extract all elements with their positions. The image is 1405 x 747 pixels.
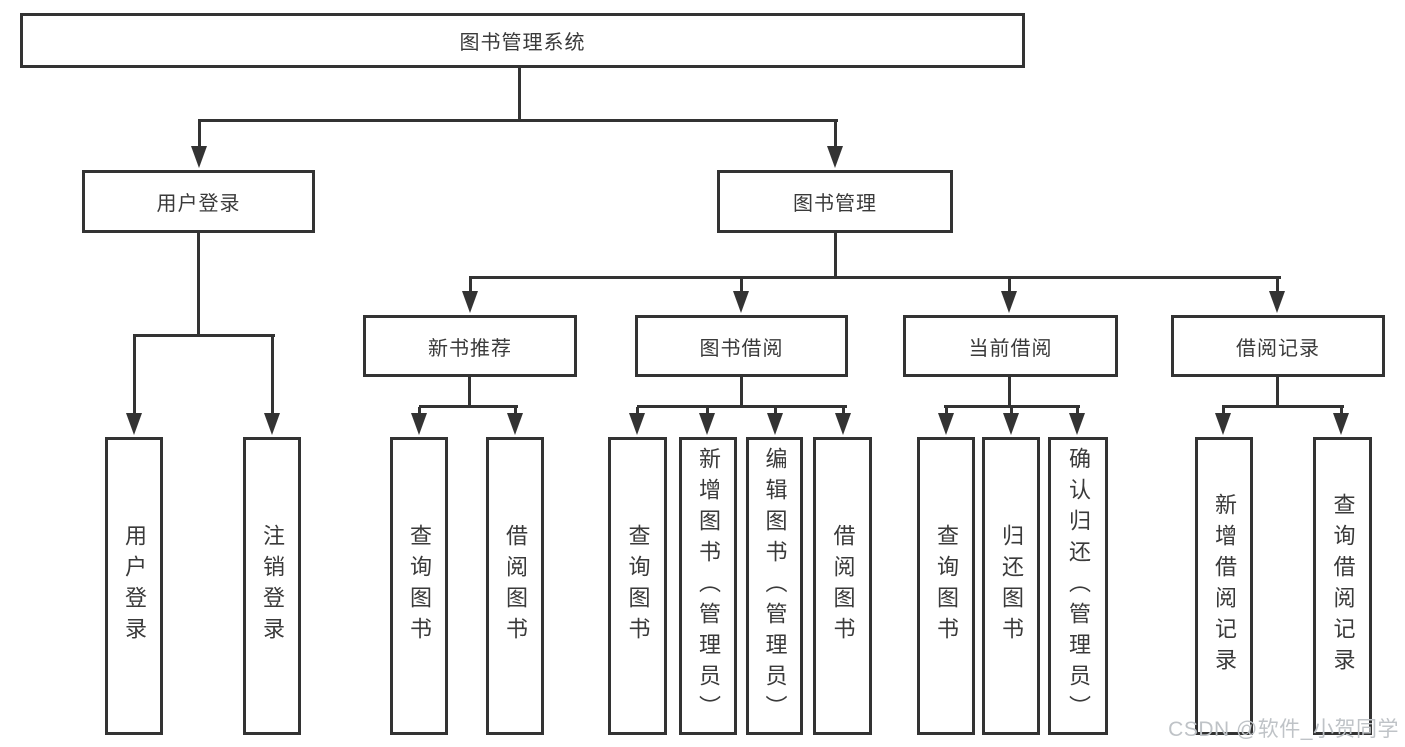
node-label: 借阅记录	[1236, 337, 1320, 360]
arrow-down-icon	[1003, 413, 1019, 435]
node-label: 新增图书（管理员）	[696, 446, 721, 726]
node-new-book-rec: 新书推荐	[363, 315, 577, 377]
node-label: 图书管理	[793, 193, 877, 215]
node-leaf-query-book-borrow: 查询图书	[608, 437, 667, 735]
connector-arrow-stem	[133, 336, 136, 419]
node-user-login: 用户登录	[82, 170, 315, 233]
connector-arrow-stem	[1008, 278, 1011, 297]
connector-line	[197, 233, 200, 336]
arrow-down-icon	[1001, 291, 1017, 313]
node-leaf-user-login: 用户登录	[105, 437, 163, 735]
node-label: 编辑图书（管理员）	[762, 446, 788, 726]
connector-arrow-stem	[834, 120, 837, 152]
arrow-down-icon	[1333, 413, 1349, 435]
watermark: CSDN @软件_小贺同学	[1168, 718, 1399, 741]
node-leaf-add-book-admin: 新增图书（管理员）	[679, 437, 737, 735]
arrow-down-icon	[835, 413, 851, 435]
node-label: 查询借阅记录	[1330, 493, 1356, 679]
connector-line	[740, 377, 743, 407]
node-label: 查询图书	[625, 524, 651, 648]
connector-arrow-stem	[198, 120, 201, 152]
node-label: 归还图书	[999, 524, 1024, 648]
connector-arrow-stem	[740, 278, 743, 297]
node-leaf-add-borrow-record: 新增借阅记录	[1195, 437, 1253, 735]
arrow-down-icon	[827, 146, 843, 168]
arrow-down-icon	[411, 413, 427, 435]
connector-line	[637, 405, 847, 408]
node-label: 用户登录	[156, 193, 241, 215]
node-current-borrow: 当前借阅	[903, 315, 1118, 377]
node-label: 图书借阅	[699, 337, 784, 360]
connector-line	[1222, 405, 1344, 408]
node-leaf-logout: 注销登录	[243, 437, 301, 735]
arrow-down-icon	[629, 413, 645, 435]
node-leaf-query-borrow-record: 查询借阅记录	[1313, 437, 1372, 735]
connector-line	[834, 233, 837, 278]
node-borrow-records: 借阅记录	[1171, 315, 1385, 377]
connector-line	[469, 276, 1281, 279]
connector-arrow-stem	[1276, 278, 1279, 297]
connector-arrow-stem	[271, 336, 274, 419]
node-leaf-borrow-book-borrow: 借阅图书	[813, 437, 872, 735]
node-label: 注销登录	[260, 524, 285, 648]
node-leaf-return-book: 归还图书	[982, 437, 1040, 735]
connector-line	[133, 334, 275, 337]
arrow-down-icon	[938, 413, 954, 435]
arrow-down-icon	[767, 413, 783, 435]
node-label: 新增借阅记录	[1212, 493, 1237, 679]
node-label: 新书推荐	[428, 337, 512, 360]
node-leaf-query-book-current: 查询图书	[917, 437, 975, 735]
connector-line	[944, 405, 1080, 408]
arrow-down-icon	[126, 413, 142, 435]
connector-line	[1276, 377, 1279, 407]
connector-line	[419, 405, 518, 408]
arrow-down-icon	[1215, 413, 1231, 435]
connector-line	[198, 119, 838, 122]
node-leaf-confirm-return-admin: 确认归还（管理员）	[1048, 437, 1108, 735]
connector-line	[468, 377, 471, 407]
arrow-down-icon	[264, 413, 280, 435]
node-label: 借阅图书	[830, 524, 856, 648]
arrow-down-icon	[1069, 413, 1085, 435]
node-book-borrow: 图书借阅	[635, 315, 848, 377]
arrow-down-icon	[191, 146, 207, 168]
node-label: 用户登录	[122, 524, 147, 648]
node-leaf-borrow-book-rec: 借阅图书	[486, 437, 544, 735]
node-book-mgmt: 图书管理	[717, 170, 953, 233]
node-root: 图书管理系统	[20, 13, 1025, 68]
connector-line	[518, 68, 521, 121]
node-label: 当前借阅	[968, 337, 1053, 360]
node-label: 图书管理系统	[459, 32, 586, 54]
node-leaf-query-book-rec: 查询图书	[390, 437, 448, 735]
arrow-down-icon	[733, 291, 749, 313]
node-label: 确认归还（管理员）	[1066, 446, 1091, 726]
arrow-down-icon	[699, 413, 715, 435]
node-label: 查询图书	[407, 524, 432, 648]
connector-line	[1008, 377, 1011, 407]
node-label: 借阅图书	[503, 524, 528, 648]
connector-arrow-stem	[469, 278, 472, 297]
node-label: 查询图书	[934, 524, 959, 648]
arrow-down-icon	[1269, 291, 1285, 313]
arrow-down-icon	[462, 291, 478, 313]
arrow-down-icon	[507, 413, 523, 435]
node-leaf-edit-book-admin: 编辑图书（管理员）	[746, 437, 803, 735]
